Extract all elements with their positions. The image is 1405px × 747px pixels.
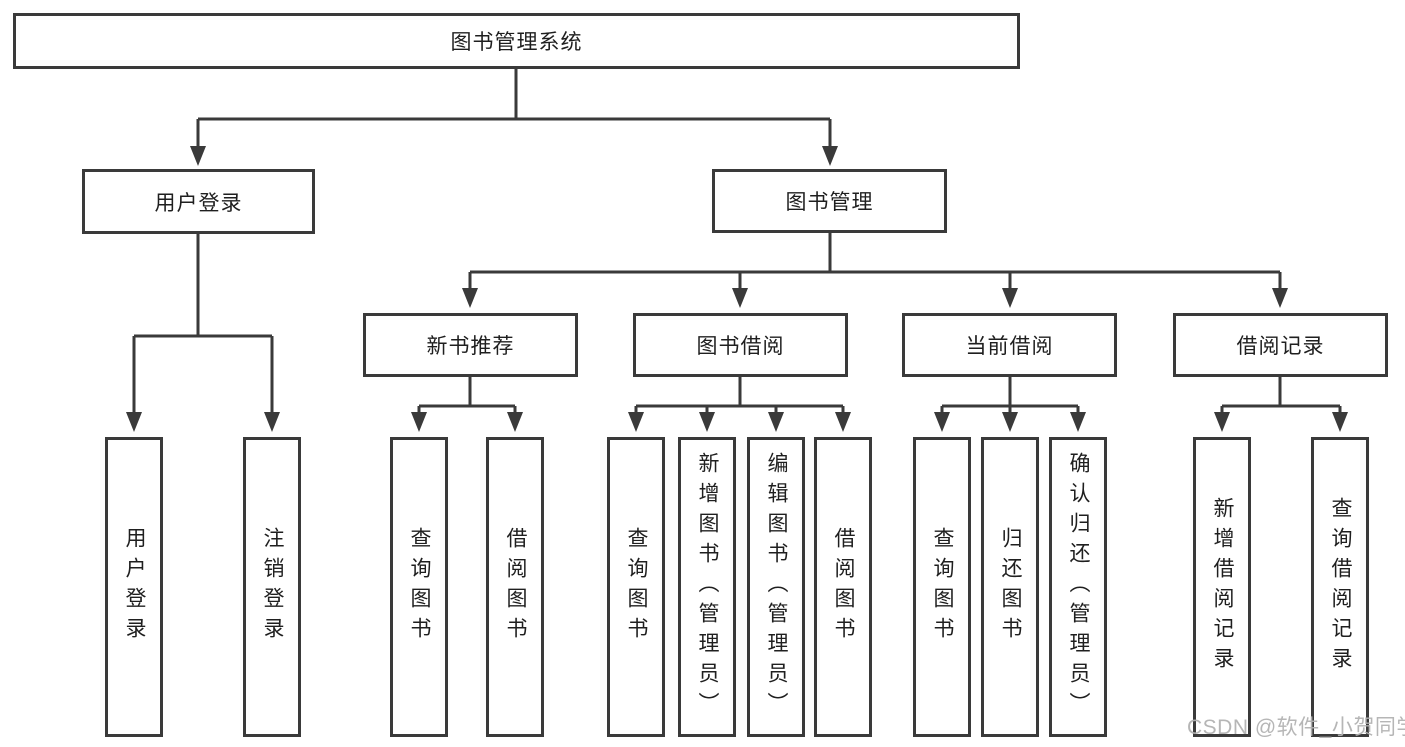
csdn-watermark: CSDN @软件_小贺同学 — [1187, 716, 1405, 739]
leaf-borrow-book-newbook: 借阅图书 — [486, 437, 544, 737]
connector-currentborrow-children — [934, 377, 1086, 432]
leaf-edit-book-admin: 编辑图书（管理员） — [747, 437, 805, 737]
leaf-user-login: 用户登录 — [105, 437, 163, 737]
node-current-borrow: 当前借阅 — [902, 313, 1117, 377]
connector-borrowrecord-children — [1214, 377, 1348, 432]
leaf-add-borrow-record: 新增借阅记录 — [1193, 437, 1251, 737]
node-root-system: 图书管理系统 — [13, 13, 1020, 69]
leaf-add-book-admin: 新增图书（管理员） — [678, 437, 736, 737]
leaf-borrow-book: 借阅图书 — [814, 437, 872, 737]
leaf-query-borrow-record: 查询借阅记录 — [1311, 437, 1369, 737]
leaf-query-book-newbook: 查询图书 — [390, 437, 448, 737]
node-borrow-record: 借阅记录 — [1173, 313, 1388, 377]
leaf-query-book-current: 查询图书 — [913, 437, 971, 737]
connector-newbook-children — [411, 377, 523, 432]
leaf-confirm-return-admin: 确认归还（管理员） — [1049, 437, 1107, 737]
leaf-return-book: 归还图书 — [981, 437, 1039, 737]
node-user-login: 用户登录 — [82, 169, 315, 234]
connector-userlogin-children — [126, 234, 280, 432]
connector-bookmgmt-children — [462, 233, 1288, 308]
leaf-logout: 注销登录 — [243, 437, 301, 737]
connector-root-to-level2 — [190, 69, 838, 166]
node-book-management: 图书管理 — [712, 169, 947, 233]
node-book-borrow: 图书借阅 — [633, 313, 848, 377]
connector-bookborrow-children — [628, 377, 851, 432]
node-new-book-recommend: 新书推荐 — [363, 313, 578, 377]
leaf-query-book-borrow: 查询图书 — [607, 437, 665, 737]
